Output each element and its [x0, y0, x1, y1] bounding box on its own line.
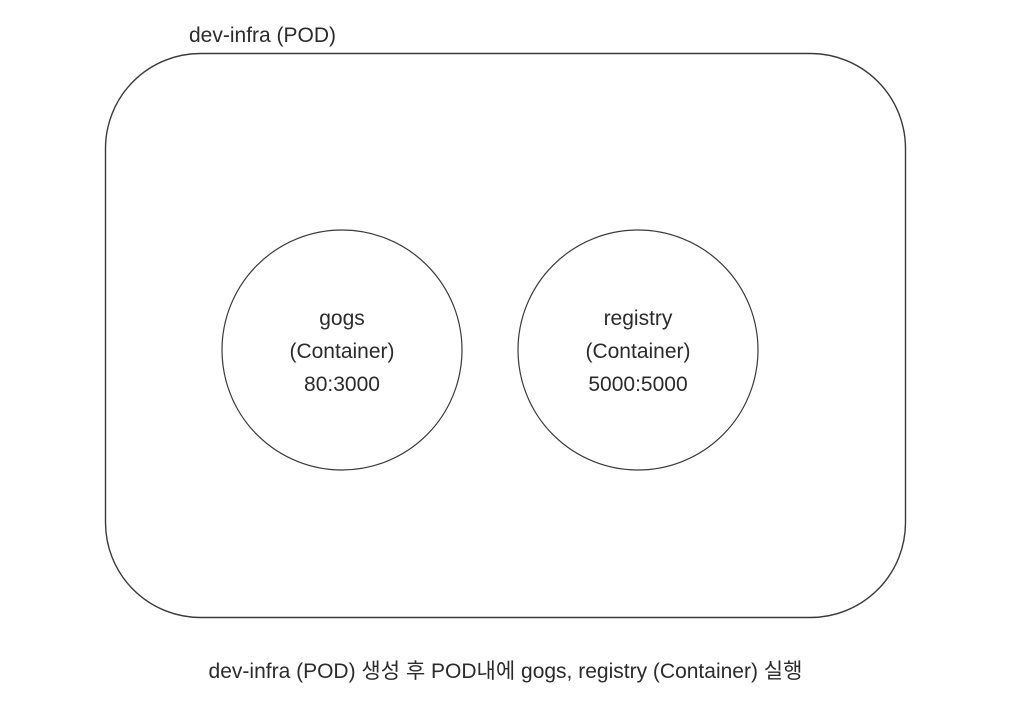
container-circle-gogs [221, 229, 463, 471]
container-ports-registry: 5000:5000 [588, 373, 688, 396]
container-ports-gogs: 80:3000 [304, 373, 380, 396]
diagram-caption: dev-infra (POD) 생성 후 POD내에 gogs, registr… [208, 660, 803, 683]
container-label-gogs: gogs (Container) 80:3000 [222, 302, 462, 401]
pod-boundary-shape [104, 52, 907, 619]
container-label-registry: registry (Container) 5000:5000 [518, 302, 758, 401]
container-name-registry: registry [603, 307, 673, 330]
container-kind-registry: (Container) [585, 340, 691, 363]
pod-label: dev-infra (POD) [189, 24, 337, 47]
container-circle-registry [517, 229, 759, 471]
container-kind-gogs: (Container) [289, 340, 395, 363]
container-name-gogs: gogs [319, 307, 365, 330]
